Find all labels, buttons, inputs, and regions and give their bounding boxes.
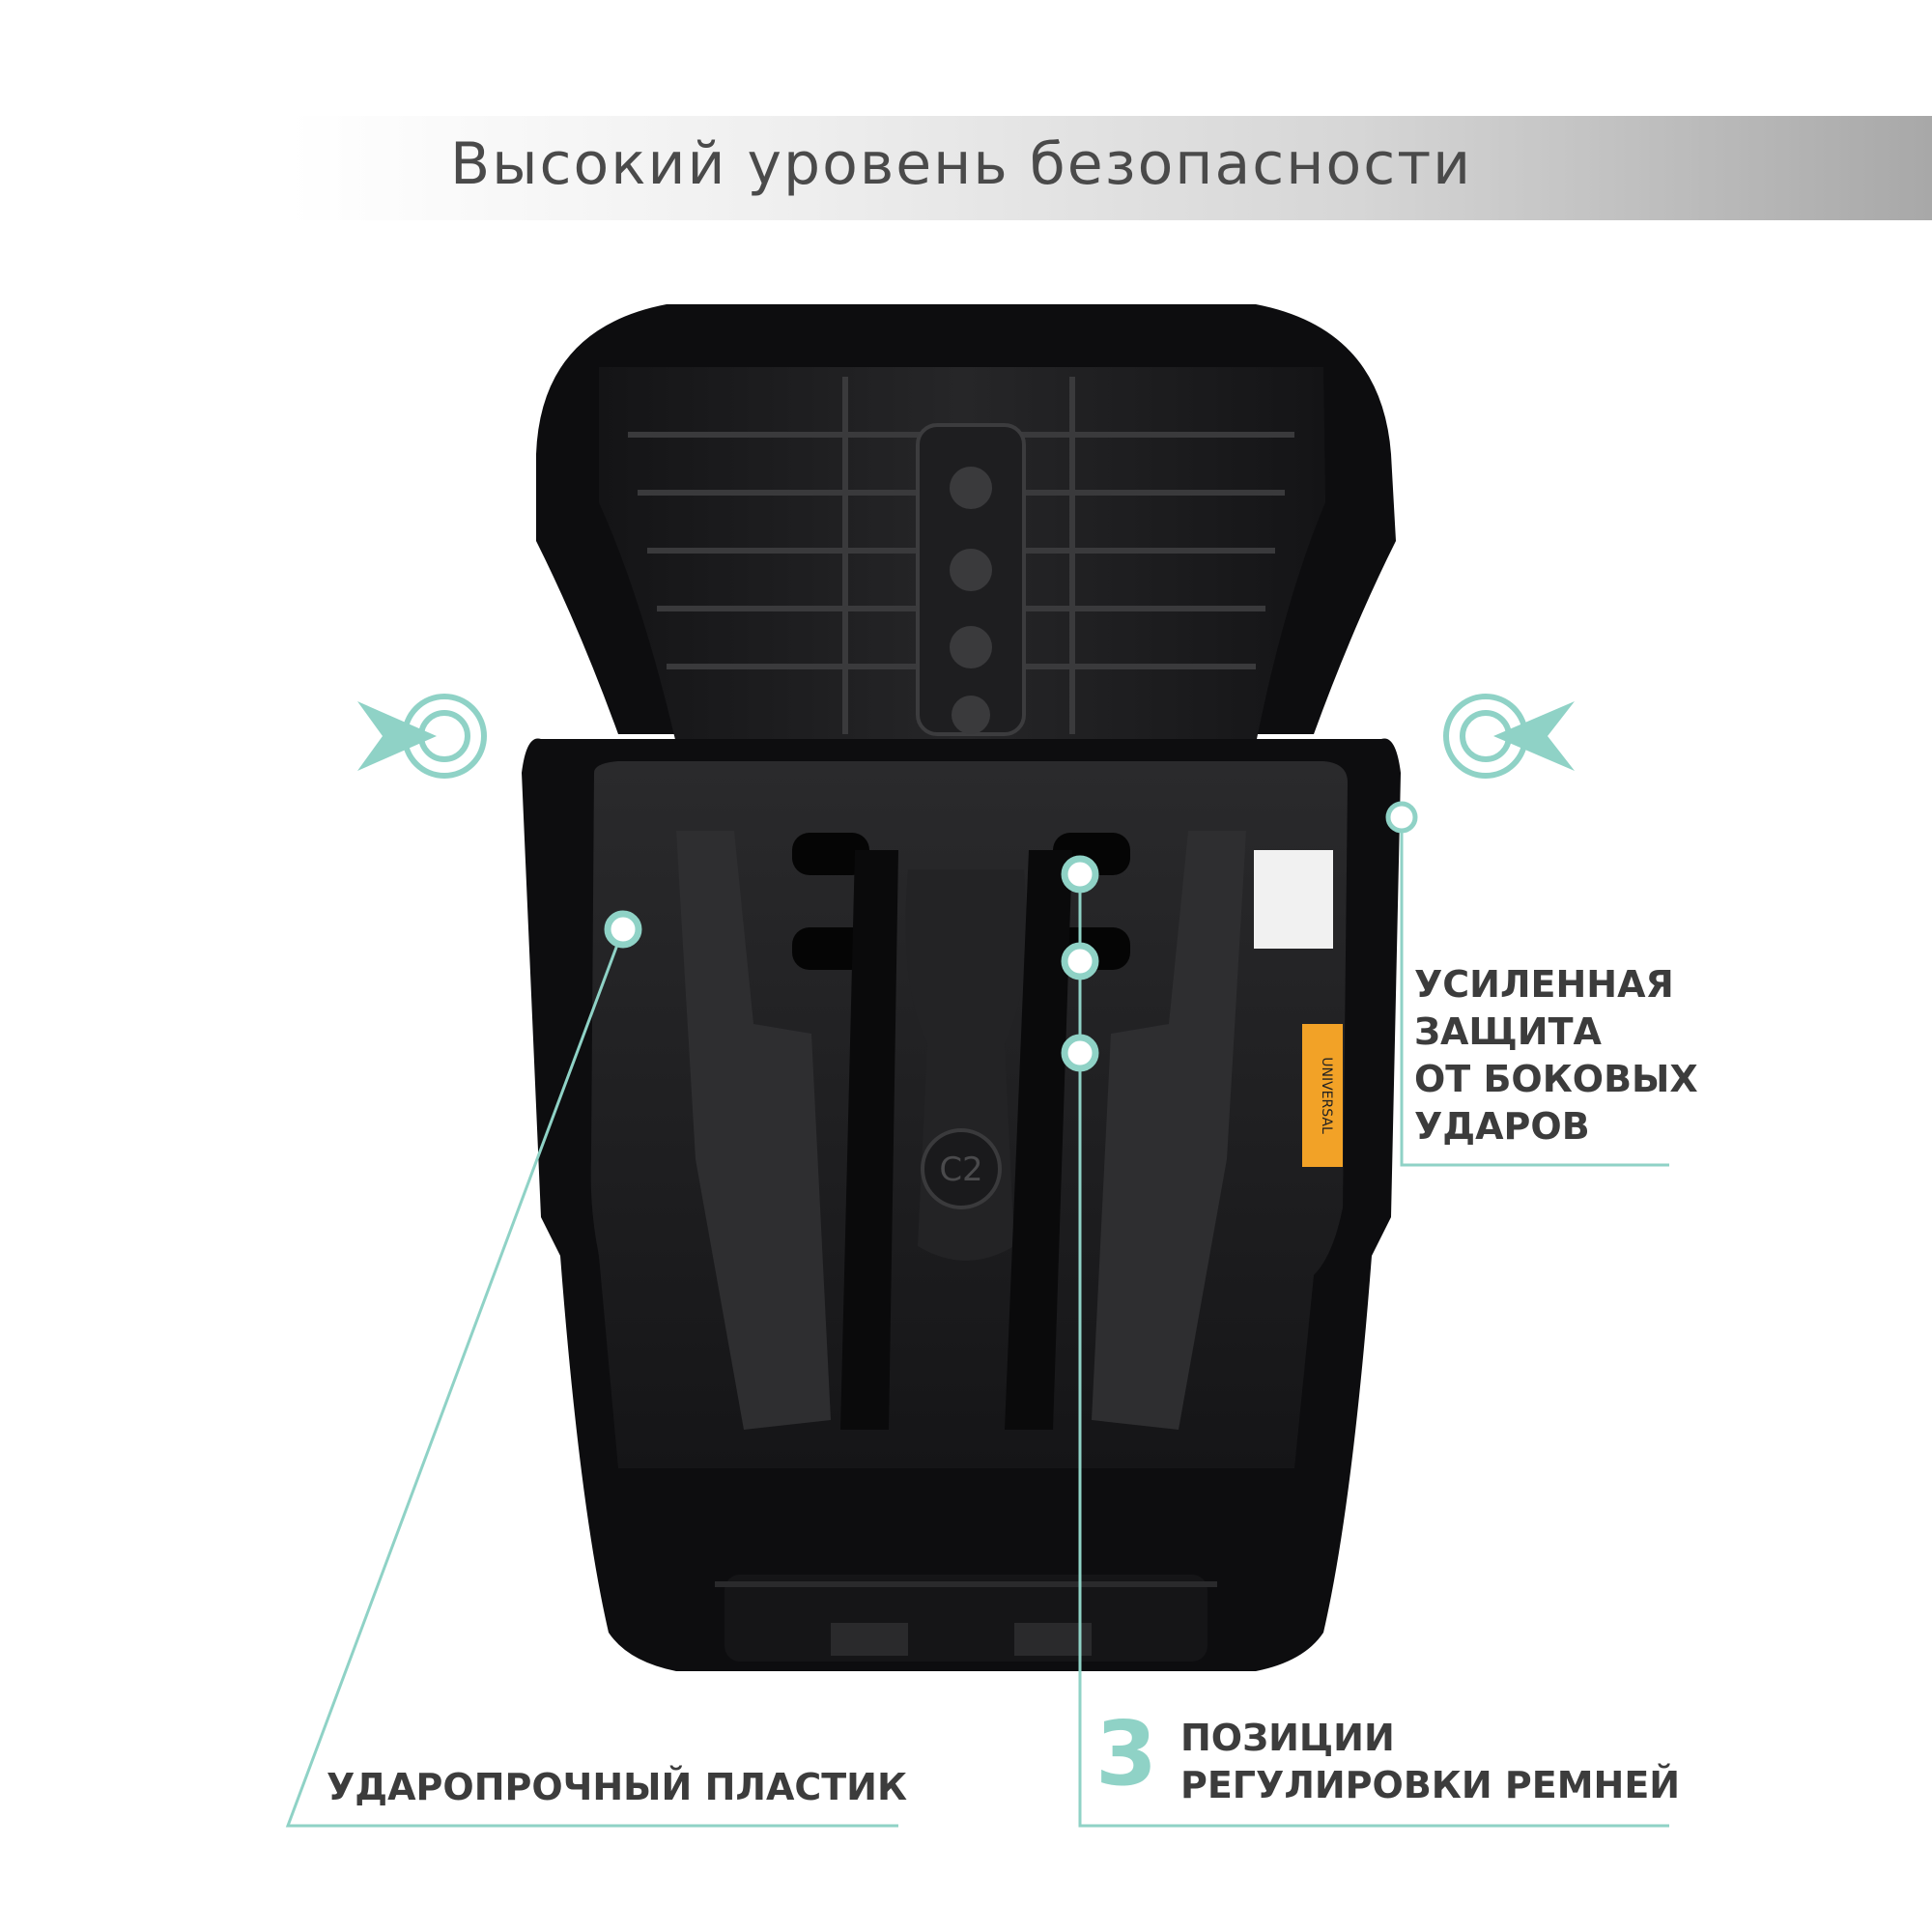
- adjust-knob: [950, 467, 992, 509]
- shell-mark-text: C2: [939, 1151, 982, 1189]
- impact-arrow-left-icon: [1443, 694, 1575, 779]
- strap-slot: [792, 833, 869, 875]
- strap-positions-number: 3: [1095, 1702, 1158, 1805]
- callout-dots: [604, 801, 1418, 1072]
- callout-dot-strap-2: [1061, 942, 1099, 980]
- side-impact-line-1: УСИЛЕННАЯ: [1414, 963, 1674, 1006]
- impact-arrow-right-icon: [357, 694, 487, 779]
- strap-positions-line-2: РЕГУЛИРОВКИ РЕМНЕЙ: [1180, 1764, 1681, 1806]
- callout-line-straps: [1078, 874, 1669, 1828]
- side-impact-line-2: ЗАЩИТА: [1414, 1010, 1602, 1053]
- harness-strap-left: [840, 850, 898, 1430]
- spec-label: [1254, 850, 1333, 949]
- callout-dot-strap-1: [1061, 855, 1099, 894]
- adjust-knob: [950, 549, 992, 591]
- strap-positions-line-1: ПОЗИЦИИ: [1180, 1717, 1395, 1759]
- seat-base: [724, 1575, 1208, 1662]
- strap-positions-label: ПОЗИЦИИ РЕГУЛИРОВКИ РЕМНЕЙ: [1180, 1715, 1680, 1809]
- certification-sticker: [1302, 1024, 1343, 1167]
- callout-line-plastic: [285, 928, 898, 1828]
- base-clip: [831, 1623, 908, 1656]
- title-band: [290, 116, 1932, 220]
- adjust-knob: [952, 696, 990, 734]
- shell-mark-circle: [921, 1128, 1002, 1209]
- adjust-knob: [950, 626, 992, 668]
- callout-line-side: [1400, 817, 1669, 1167]
- page-title: Высокий уровень безопасности: [450, 130, 1473, 198]
- callout-dot-plastic: [604, 910, 642, 949]
- callout-lines: [285, 817, 1669, 1828]
- shell-side-left: [676, 831, 831, 1430]
- callout-dot-strap-3: [1061, 1034, 1099, 1072]
- harness-strap-right: [1005, 850, 1072, 1430]
- side-impact-line-3: ОТ БОКОВЫХ: [1414, 1058, 1698, 1100]
- strap-slot: [792, 927, 869, 970]
- side-impact-label: УСИЛЕННАЯ ЗАЩИТА ОТ БОКОВЫХ УДАРОВ: [1414, 961, 1698, 1151]
- shell-side-right: [1092, 831, 1246, 1430]
- side-impact-line-4: УДАРОВ: [1414, 1105, 1590, 1148]
- callout-dot-side: [1385, 801, 1418, 834]
- plastic-label: УДАРОПРОЧНЫЙ ПЛАСТИК: [327, 1766, 908, 1808]
- certification-sticker-text: UNIVERSAL: [1319, 1057, 1334, 1134]
